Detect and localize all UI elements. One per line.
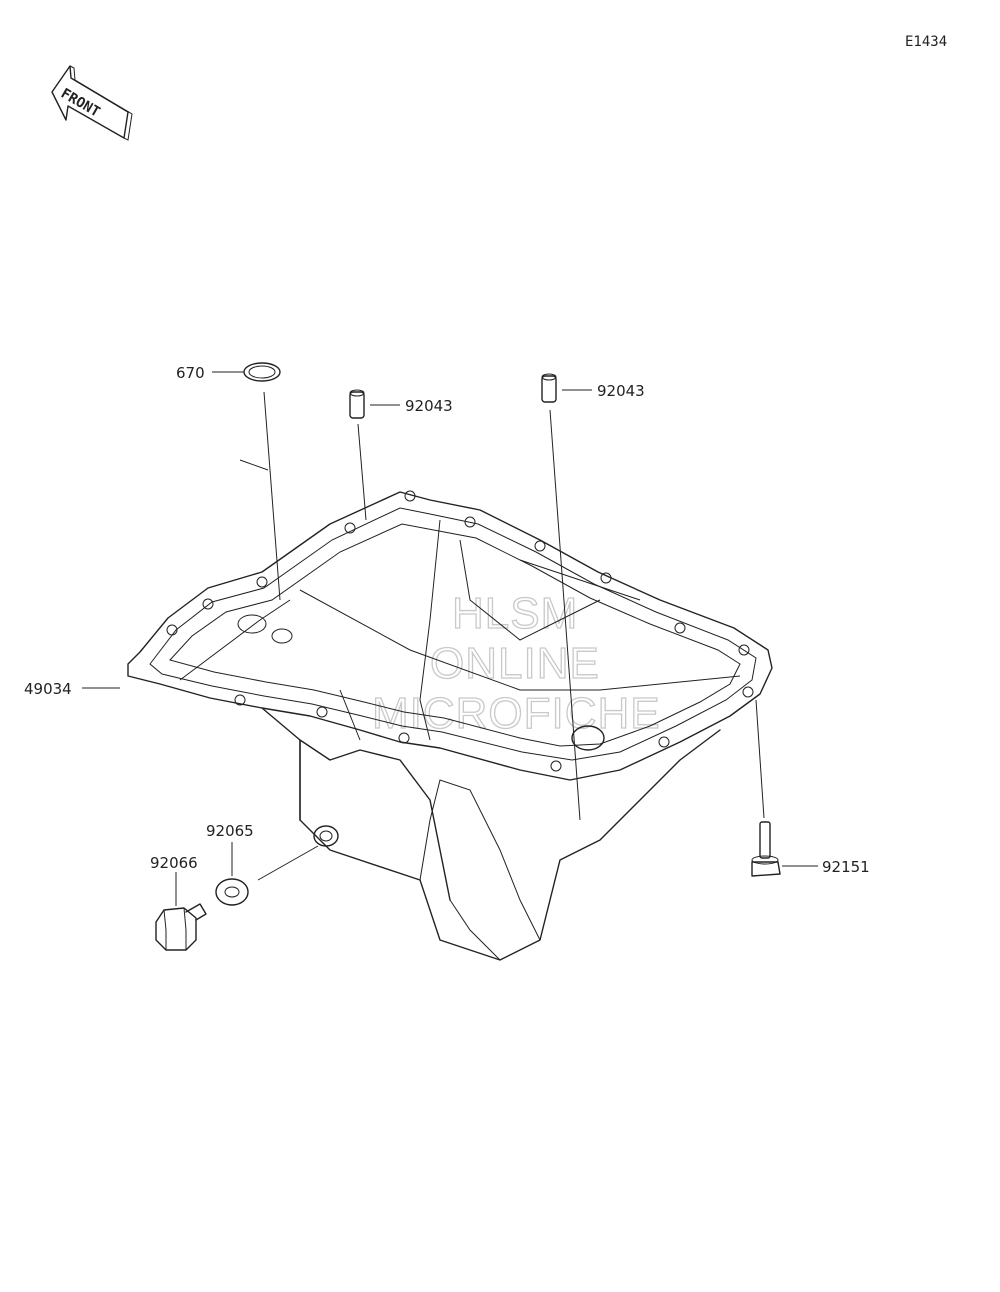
part-number-92151[interactable]: 92151 (822, 858, 870, 876)
o-ring-icon (243, 362, 281, 382)
part-number-92043-b[interactable]: 92043 (597, 382, 645, 400)
front-label: FRONT (58, 86, 103, 121)
part-number-92043-a[interactable]: 92043 (405, 397, 453, 415)
watermark-line-3: MICROFICHE (372, 689, 661, 738)
oil-pan (127, 490, 773, 961)
drain-plug-icon (155, 903, 207, 951)
washer-icon (215, 878, 249, 906)
front-arrow-icon: FRONT (51, 65, 133, 141)
watermark-line-2: ONLINE (430, 639, 600, 688)
dowel-pin-icon (349, 389, 365, 419)
part-number-49034[interactable]: 49034 (24, 680, 72, 698)
dowel-pin-icon (541, 373, 557, 403)
flange-bolt-icon (751, 821, 781, 877)
part-number-92066[interactable]: 92066 (150, 854, 198, 872)
watermark-line-1: HLSM (452, 589, 578, 638)
part-number-92065[interactable]: 92065 (206, 822, 254, 840)
diagram-code: E1434 (905, 34, 947, 50)
watermark: HLSM ONLINE MICROFICHE (371, 588, 661, 738)
part-number-670[interactable]: 670 (176, 364, 205, 382)
